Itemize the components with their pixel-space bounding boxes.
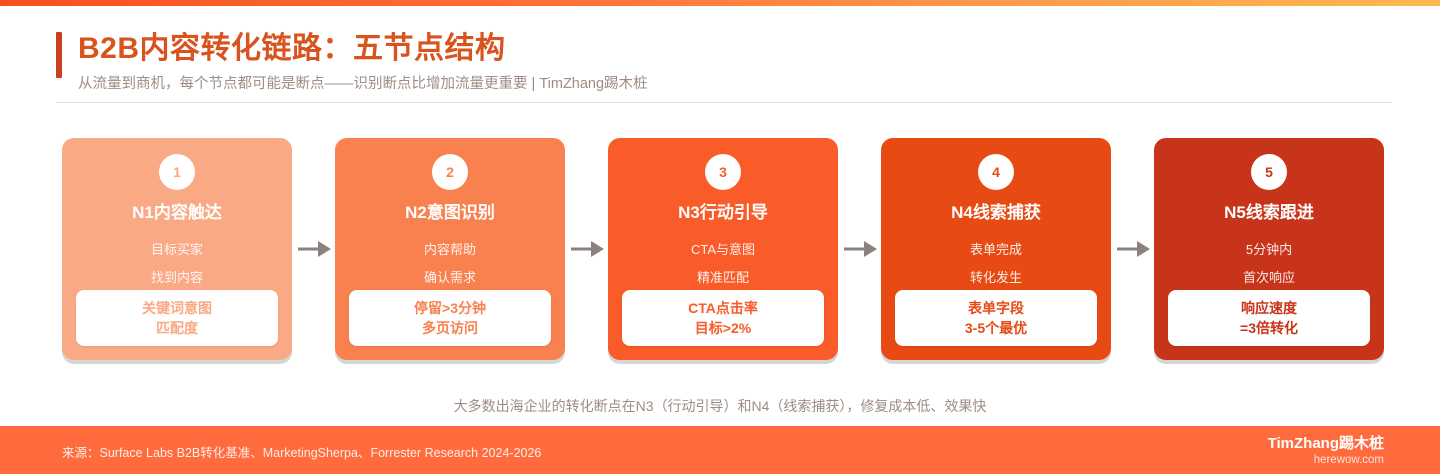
flow-node-number-badge: 5 bbox=[1251, 154, 1287, 190]
arrow-head bbox=[591, 241, 604, 257]
header-divider bbox=[56, 102, 1392, 103]
flow-node-metric-line: 目标>2% bbox=[694, 320, 752, 336]
flow-node-description-line: 找到内容 bbox=[150, 270, 203, 285]
flow-node-description: CTA与意图精准匹配 bbox=[608, 236, 838, 292]
flow-node-number-badge: 2 bbox=[432, 154, 468, 190]
flow-node-description-line: 内容帮助 bbox=[423, 242, 476, 257]
arrow-head bbox=[864, 241, 877, 257]
flow-node-description-line: 目标买家 bbox=[150, 242, 203, 257]
footer-brand-url: herewow.com bbox=[1313, 454, 1384, 466]
flow-node-description-line: 首次响应 bbox=[1242, 270, 1295, 285]
flow-node-description-line: 精准匹配 bbox=[696, 270, 749, 285]
flow-node-description-line: 5分钟内 bbox=[1245, 242, 1293, 257]
flow-connector-arrow-icon bbox=[565, 138, 608, 360]
flow-node-title: N3行动引导 bbox=[678, 203, 768, 222]
flow-node-metric-box: 停留>3分钟多页访问 bbox=[349, 290, 551, 346]
flow-node-metric-line: CTA点击率 bbox=[688, 300, 758, 316]
flow-node-description-line: CTA与意图 bbox=[690, 242, 756, 257]
insight-note: 大多数出海企业的转化断点在N3（行动引导）和N4（线索捕获），修复成本低、效果快 bbox=[453, 398, 987, 414]
arrow-line bbox=[571, 247, 592, 251]
flow-node-metric-line: 响应速度 bbox=[1241, 300, 1297, 316]
flow-node-title: N2意图识别 bbox=[405, 203, 495, 222]
flow-connector-arrow-icon bbox=[292, 138, 335, 360]
flow-node-description-line: 确认需求 bbox=[423, 270, 476, 285]
flow-node-number-badge: 1 bbox=[159, 154, 195, 190]
page-subtitle: 从流量到商机，每个节点都可能是断点——识别断点比增加流量更重要 | TimZha… bbox=[78, 76, 648, 92]
arrow-line bbox=[844, 247, 865, 251]
flow-node-description-line: 转化发生 bbox=[969, 270, 1022, 285]
page-title: B2B内容转化链路：五节点结构 bbox=[78, 32, 506, 65]
flow-node-title: N1内容触达 bbox=[132, 203, 222, 222]
flow-node-title: N5线索跟进 bbox=[1224, 203, 1314, 222]
arrow-line bbox=[298, 247, 319, 251]
flow-node-description: 内容帮助确认需求 bbox=[335, 236, 565, 292]
flow-node-metric-box: 关键词意图匹配度 bbox=[76, 290, 278, 346]
top-accent-bar bbox=[0, 0, 1440, 6]
flow-node-title: N4线索捕获 bbox=[951, 203, 1041, 222]
flow-node-metric-box: 响应速度 =3倍转化 bbox=[1168, 290, 1370, 346]
flow-node-number-badge: 4 bbox=[978, 154, 1014, 190]
flow-node-metric-line: 表单字段 bbox=[968, 300, 1024, 316]
footer-brand: TimZhang踢木桩 herewow.com bbox=[1268, 434, 1384, 468]
flow-connector-arrow-icon bbox=[1111, 138, 1154, 360]
flow-node-metric-line: 关键词意图 bbox=[142, 300, 212, 316]
flow-node-metric-line: =3倍转化 bbox=[1240, 320, 1298, 336]
flow-node-description: 表单完成转化发生 bbox=[881, 236, 1111, 292]
arrow-line bbox=[1117, 247, 1138, 251]
page-header: B2B内容转化链路：五节点结构 从流量到商机，每个节点都可能是断点——识别断点比… bbox=[56, 28, 1392, 103]
header-accent-bar bbox=[56, 32, 62, 78]
flow-node-metric-line: 多页访问 bbox=[422, 320, 478, 336]
flow-node-description: 5分钟内首次响应 bbox=[1154, 236, 1384, 292]
arrow-head bbox=[1137, 241, 1150, 257]
flow-node-description: 目标买家找到内容 bbox=[62, 236, 292, 292]
footer-brand-name: TimZhang踢木桩 bbox=[1267, 435, 1384, 452]
flow-node-metric-line: 停留>3分钟 bbox=[414, 300, 486, 316]
flow-node-metric-line: 匹配度 bbox=[156, 320, 198, 336]
flow-connector-arrow-icon bbox=[838, 138, 881, 360]
flow-node-description-line: 表单完成 bbox=[969, 242, 1022, 257]
flow-node-metric-box: CTA点击率目标>2% bbox=[622, 290, 824, 346]
flow-node-metric-box: 表单字段 3-5个最优 bbox=[895, 290, 1097, 346]
arrow-head bbox=[318, 241, 331, 257]
flow-node-metric-line: 3-5个最优 bbox=[964, 320, 1028, 336]
footer-source-text: 来源：Surface Labs B2B转化基准、MarketingSherpa、… bbox=[62, 446, 542, 460]
page-footer: 来源：Surface Labs B2B转化基准、MarketingSherpa、… bbox=[0, 426, 1440, 474]
flow-node-number-badge: 3 bbox=[705, 154, 741, 190]
